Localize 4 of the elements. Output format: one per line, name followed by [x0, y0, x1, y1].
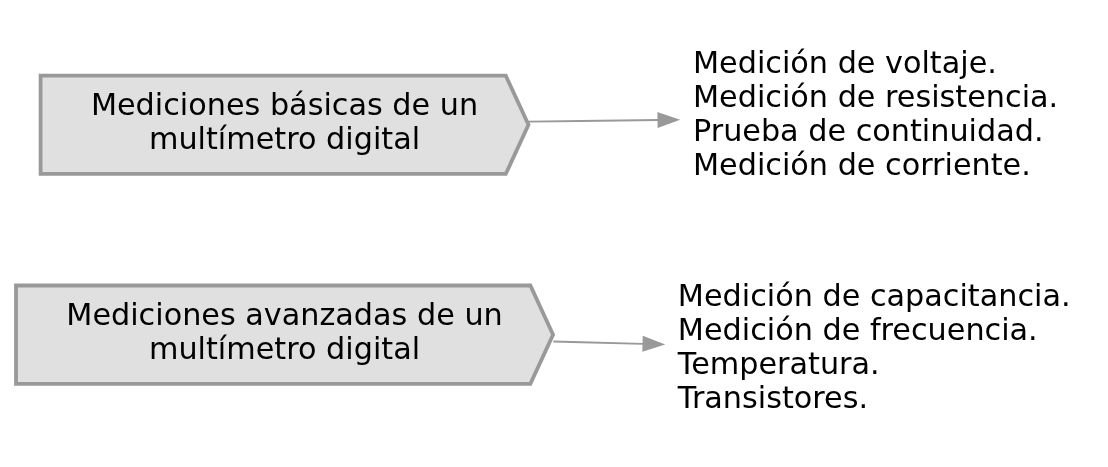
node-text: Medición de voltaje. Medición de resistencia. Prueba de continuidad. Medición de corriente.: [692, 45, 1059, 183]
node-text: Medición de capacitancia. Medición de frecuencia. Temperatura. Transistores.: [677, 277, 1071, 416]
arrow: [552, 335, 666, 352]
arrow: [527, 112, 681, 128]
